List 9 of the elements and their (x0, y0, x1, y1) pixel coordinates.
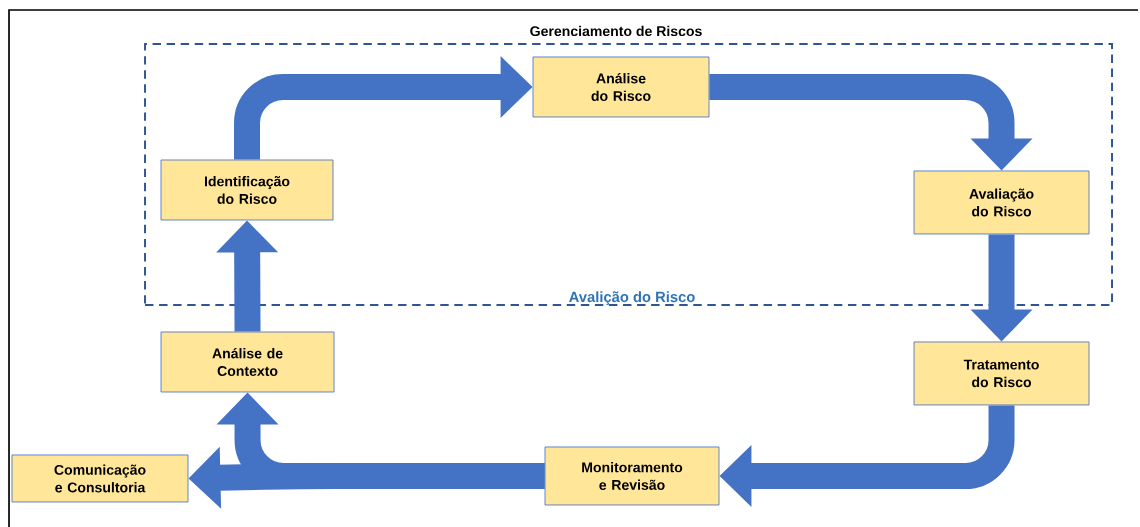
process-box: Análise do Risco (532, 56, 710, 118)
process-box: Análise de Contexto (160, 331, 335, 393)
process-box: Tratamento do Risco (913, 341, 1090, 406)
group-label: Avalição do Risco (569, 291, 695, 306)
group-heading: Gerenciamento de Riscos (530, 25, 702, 37)
process-box: Avaliação do Risco (913, 170, 1090, 235)
process-box: Comunicação e Consultoria (11, 454, 189, 503)
process-box: Identificação do Risco (160, 159, 334, 221)
process-box: Monitoramento e Revisão (544, 446, 720, 506)
